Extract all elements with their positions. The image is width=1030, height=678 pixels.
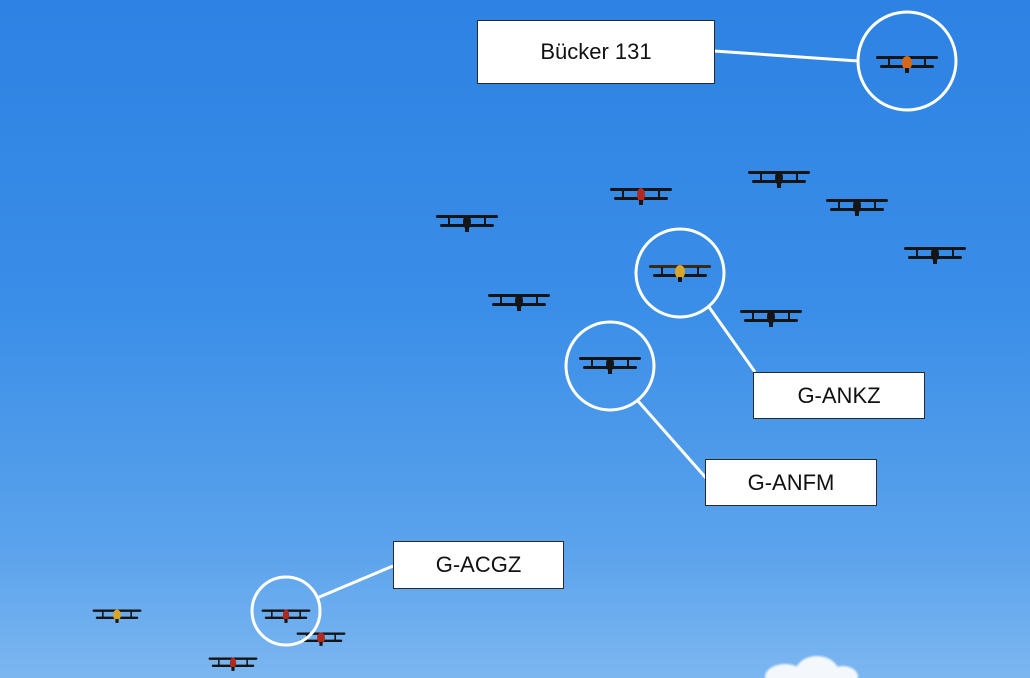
biplane <box>824 195 890 217</box>
biplane-g-anfm <box>577 353 643 375</box>
highlight-circle-g-acgz <box>250 575 322 647</box>
highlight-circle-g-anfm <box>564 320 656 412</box>
biplane <box>902 243 968 265</box>
leader-line-g-ankz <box>707 306 757 373</box>
biplane <box>746 167 812 189</box>
biplane-bucker-131 <box>874 52 940 74</box>
label-g-ankz: G-ANKZ <box>753 372 925 419</box>
highlight-circle-bucker-131 <box>856 10 958 112</box>
label-g-acgz: G-ACGZ <box>393 541 564 589</box>
biplane <box>486 290 552 312</box>
label-g-anfm: G-ANFM <box>705 459 877 506</box>
biplane-g-acgz <box>260 606 312 624</box>
biplane <box>91 606 143 624</box>
biplane <box>608 184 674 206</box>
label-bucker-131: Bücker 131 <box>477 20 715 84</box>
cloud <box>828 666 858 678</box>
leader-line-g-anfm <box>636 400 708 479</box>
leader-line-bucker-131 <box>713 49 859 63</box>
biplane <box>207 654 259 672</box>
highlight-circle-g-ankz <box>634 227 726 319</box>
leader-line-g-acgz <box>316 564 394 600</box>
biplane-g-ankz <box>647 261 713 283</box>
biplane <box>738 306 804 328</box>
biplane <box>434 211 500 233</box>
